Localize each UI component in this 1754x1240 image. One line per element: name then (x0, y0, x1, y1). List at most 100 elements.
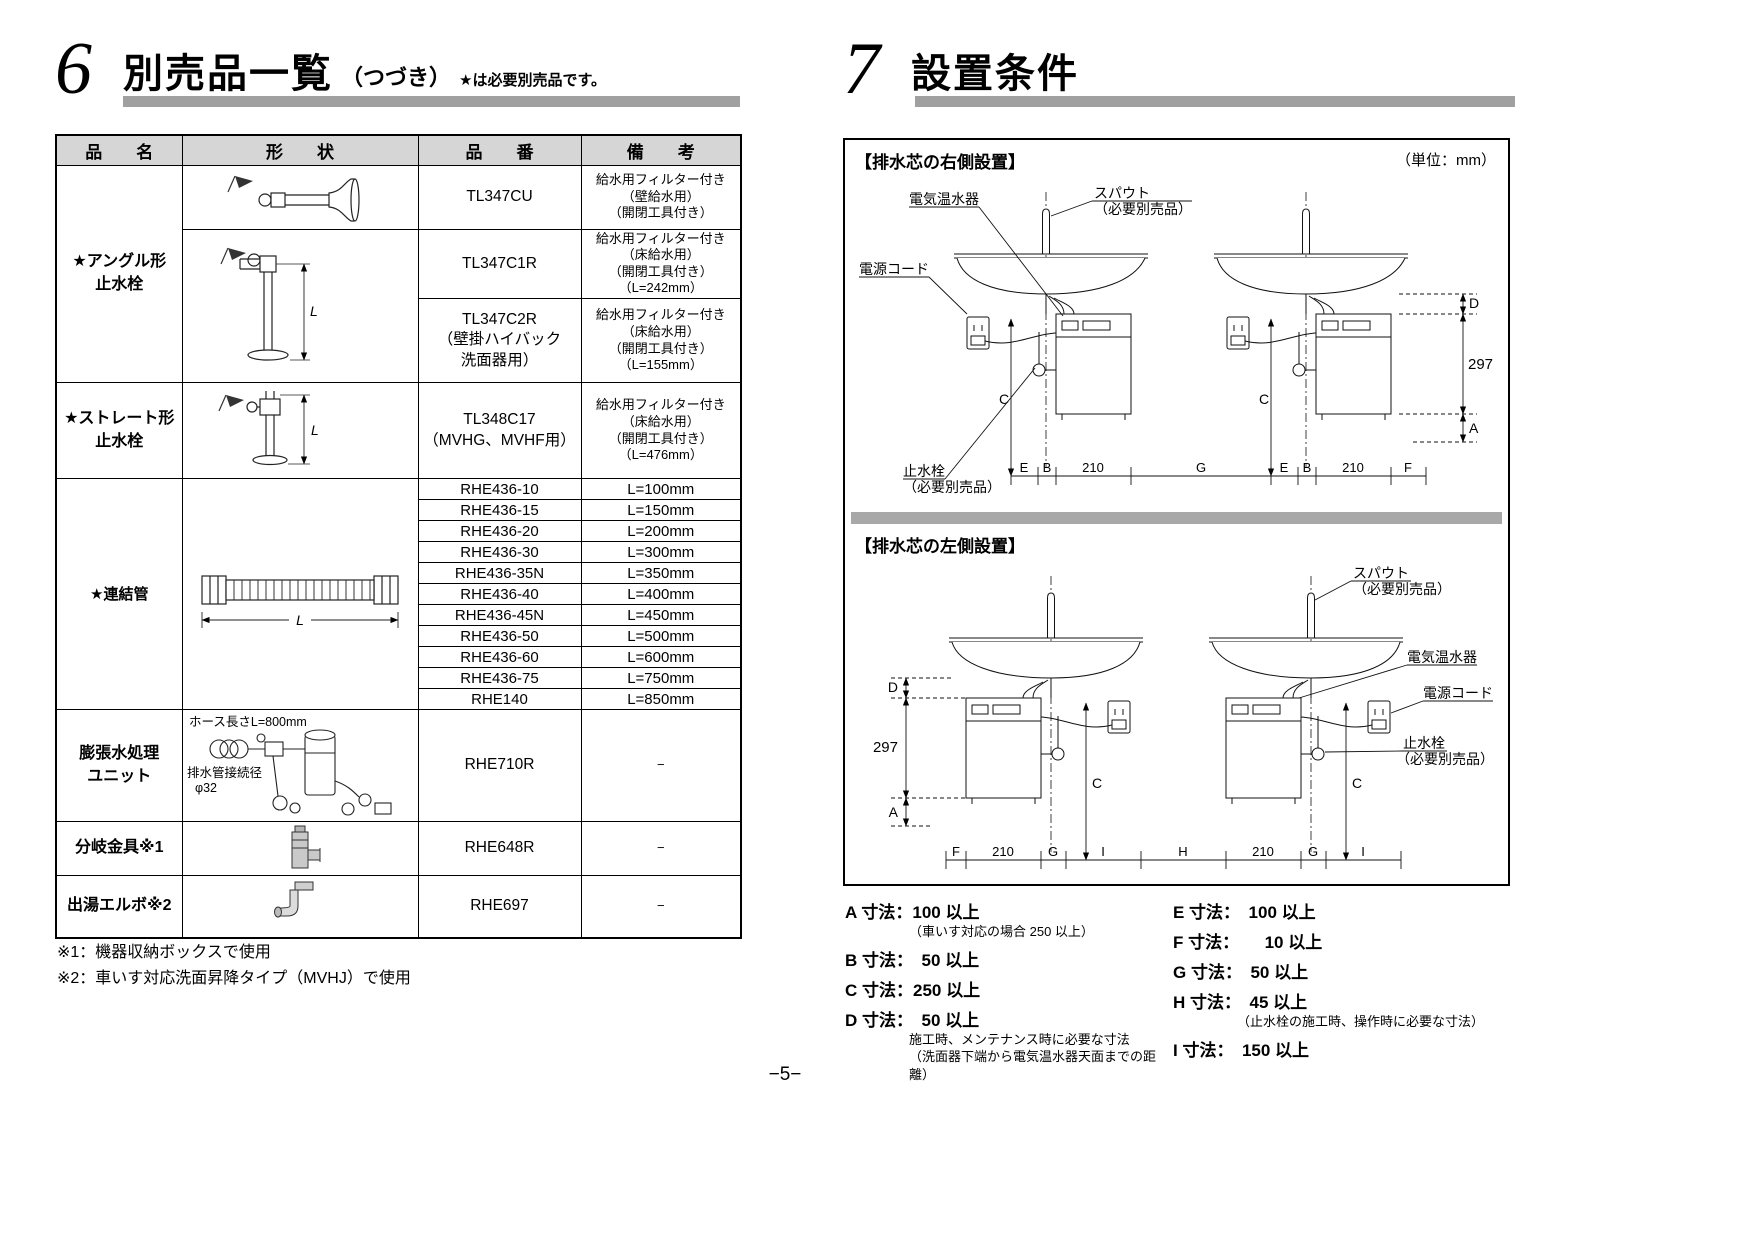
heater-label: 電気温水器 (1407, 649, 1477, 665)
part-note: L=450mm (580, 604, 742, 626)
section-6-continued: （つづき） (341, 65, 452, 90)
section-6: 6 別売品一覧 （つづき） ★は必要別売品です。 品 名 形 状 品 番 備 考… (55, 32, 745, 1218)
part-note: L=150mm (580, 499, 742, 521)
right-install-diagram: C 電気温水器 スパウト （必要別売品） 電源コード 止水栓 （必要別売品） (859, 185, 1493, 495)
part-note: 給水用フィルター付き （床給水用） （開閉工具付き） （L=476mm） (580, 382, 742, 479)
svg-text:210: 210 (1342, 460, 1364, 475)
table-row: ★ストレート形 止水栓 (55, 382, 742, 479)
sink-unit-2 (1214, 192, 1408, 476)
part-note: 給水用フィルター付き （床給水用） （開閉工具付き） （L=242mm） (580, 228, 742, 299)
straight-valve-drawing: L (218, 390, 319, 465)
svg-text:F: F (952, 844, 960, 859)
flexible-hose-drawing: L (201, 575, 399, 628)
dim-G-item: G 寸法： 50 以上 (1173, 963, 1309, 982)
svg-text:E: E (1020, 460, 1029, 475)
valve-sublabel: （必要別売品） (1396, 751, 1494, 767)
part-note: L=100mm (580, 478, 742, 500)
dim-297-label: 297 (873, 739, 898, 756)
part-code: RHE436-50 (417, 625, 582, 647)
svg-text:H: H (1178, 844, 1187, 859)
drain-diameter-value: φ32 (195, 781, 217, 795)
part-code: RHE436-20 (417, 520, 582, 542)
shape-connecting-pipe: L (181, 478, 419, 710)
svg-text:210: 210 (1252, 844, 1274, 859)
part-note: L=300mm (580, 541, 742, 563)
svg-text:G: G (1196, 460, 1206, 475)
part-name-connecting-pipe: ★連結管 (55, 478, 183, 710)
dim-C-item: C 寸法：250 以上 (845, 980, 981, 1000)
col-header-code: 品 番 (417, 134, 582, 166)
part-code: RHE436-60 (417, 646, 582, 668)
valve-sublabel: （必要別売品） (903, 479, 1001, 495)
section-6-rule (123, 96, 740, 107)
col-header-shape: 形 状 (181, 134, 419, 166)
part-code: RHE140 (417, 688, 582, 710)
diagram1-dimension-lines (1010, 293, 1477, 485)
diagram2-labels: スパウト （必要別売品） 電気温水器 電源コード 止水栓 （必要別売品） (1353, 565, 1494, 767)
spout-sublabel: （必要別売品） (1094, 201, 1192, 217)
section-6-number: 6 (55, 28, 92, 110)
part-note: L=600mm (580, 646, 742, 668)
angle-valve-floor-drawing: L (220, 247, 318, 361)
col-header-remarks: 備 考 (580, 134, 742, 166)
svg-text:B: B (1303, 460, 1312, 475)
tool-icon (227, 175, 253, 193)
col-header-name: 品 名 (55, 134, 183, 166)
shape-angle-valve-wall (181, 164, 419, 230)
svg-text:E: E (1280, 460, 1289, 475)
table-row: L TL347C1R 給水用フィルター付き （床給水用） （開閉工具付き） （L… (56, 228, 742, 383)
part-note: 給水用フィルター付き （床給水用） （開閉工具付き） （L=155mm） (580, 298, 742, 383)
part-note: − (580, 875, 742, 938)
installation-conditions-box: 【排水芯の右側設置】 （単位：mm） (843, 138, 1510, 886)
spout-label: スパウト (1094, 185, 1150, 201)
dimension-list-right: E 寸法： 100 以上 F 寸法： 10 以上 G 寸法： 50 以上 H 寸… (1173, 898, 1523, 1088)
tool-icon (220, 247, 246, 264)
footnote-2: ※2：車いす対応洗面昇降タイプ（MVHJ）で使用 (57, 970, 411, 988)
dim-B-item: B 寸法： 50 以上 (845, 950, 980, 970)
tool-icon (218, 394, 244, 411)
part-code: TL347CU (417, 164, 582, 230)
shape-angle-valve-floor: L (181, 228, 419, 383)
diagram1-labels: 電気温水器 スパウト （必要別売品） 電源コード 止水栓 （必要別売品） (859, 185, 1192, 495)
part-code: RHE710R (417, 709, 582, 822)
shape-outlet-elbow (181, 875, 419, 938)
svg-text:F: F (1404, 460, 1412, 475)
section-7-number: 7 (843, 28, 880, 110)
spout-label: スパウト (1353, 565, 1409, 581)
part-name-outlet-elbow: 出湯エルボ※2 (55, 875, 183, 938)
dim-label-L: L (310, 303, 318, 319)
dim-E-item: E 寸法： 100 以上 (1173, 903, 1316, 922)
part-note: L=400mm (580, 583, 742, 605)
part-code: RHE436-45N (417, 604, 582, 626)
dim-label-L: L (311, 422, 319, 438)
page-number: −5− (768, 1064, 802, 1085)
part-code: TL347C2R （壁掛ハイバック 洗面器用） (417, 298, 582, 383)
svg-text:210: 210 (1082, 460, 1104, 475)
section-7-rule (915, 96, 1515, 107)
dim-A-item: A 寸法：100 以上 （車いす対応の場合 250 以上） (845, 903, 1094, 939)
unit-note: （単位：mm） (1396, 152, 1496, 169)
diagram2-dimension-lines (891, 677, 1402, 869)
dim-A-label: A (1469, 420, 1479, 436)
hose-length-label: ホース長さL=800mm (189, 715, 307, 729)
dim-D-label: D (1469, 295, 1479, 311)
table-row: 分岐金具※1 RHE648R − (55, 821, 742, 876)
dim-D-item: D 寸法： 50 以上 施工時、メンテナンス時に必要な寸法 （洗面器下端から電気… (845, 1010, 1157, 1082)
diagram2-bottom-dims: F 210 G I H 210 G I (952, 844, 1365, 859)
svg-text:I: I (1101, 844, 1105, 859)
dimension-list-left: A 寸法：100 以上 （車いす対応の場合 250 以上） B 寸法： 50 以… (845, 898, 1173, 1088)
part-code: RHE436-75 (417, 667, 582, 689)
valve-label: 止水栓 (903, 463, 945, 479)
drain-diameter-label: 排水管接続径 (187, 765, 262, 780)
left-install-diagram: C スパウト （必要別売品） 電気温水器 電源コード 止水栓 （必要別売品） (873, 565, 1494, 869)
sink-unit-1 (954, 192, 1148, 476)
section-6-title: 別売品一覧 (123, 52, 333, 96)
part-code: RHE436-40 (417, 583, 582, 605)
part-note: − (580, 821, 742, 876)
table-footnotes: ※1：機器収納ボックスで使用 ※2：車いす対応洗面昇降タイプ（MVHJ）で使用 (57, 940, 411, 993)
diagram2-dimension-labels: D 297 A (873, 679, 899, 820)
optional-parts-table: 品 名 形 状 品 番 備 考 ★アングル形 止水栓 (55, 134, 742, 939)
part-note: L=850mm (580, 688, 742, 710)
